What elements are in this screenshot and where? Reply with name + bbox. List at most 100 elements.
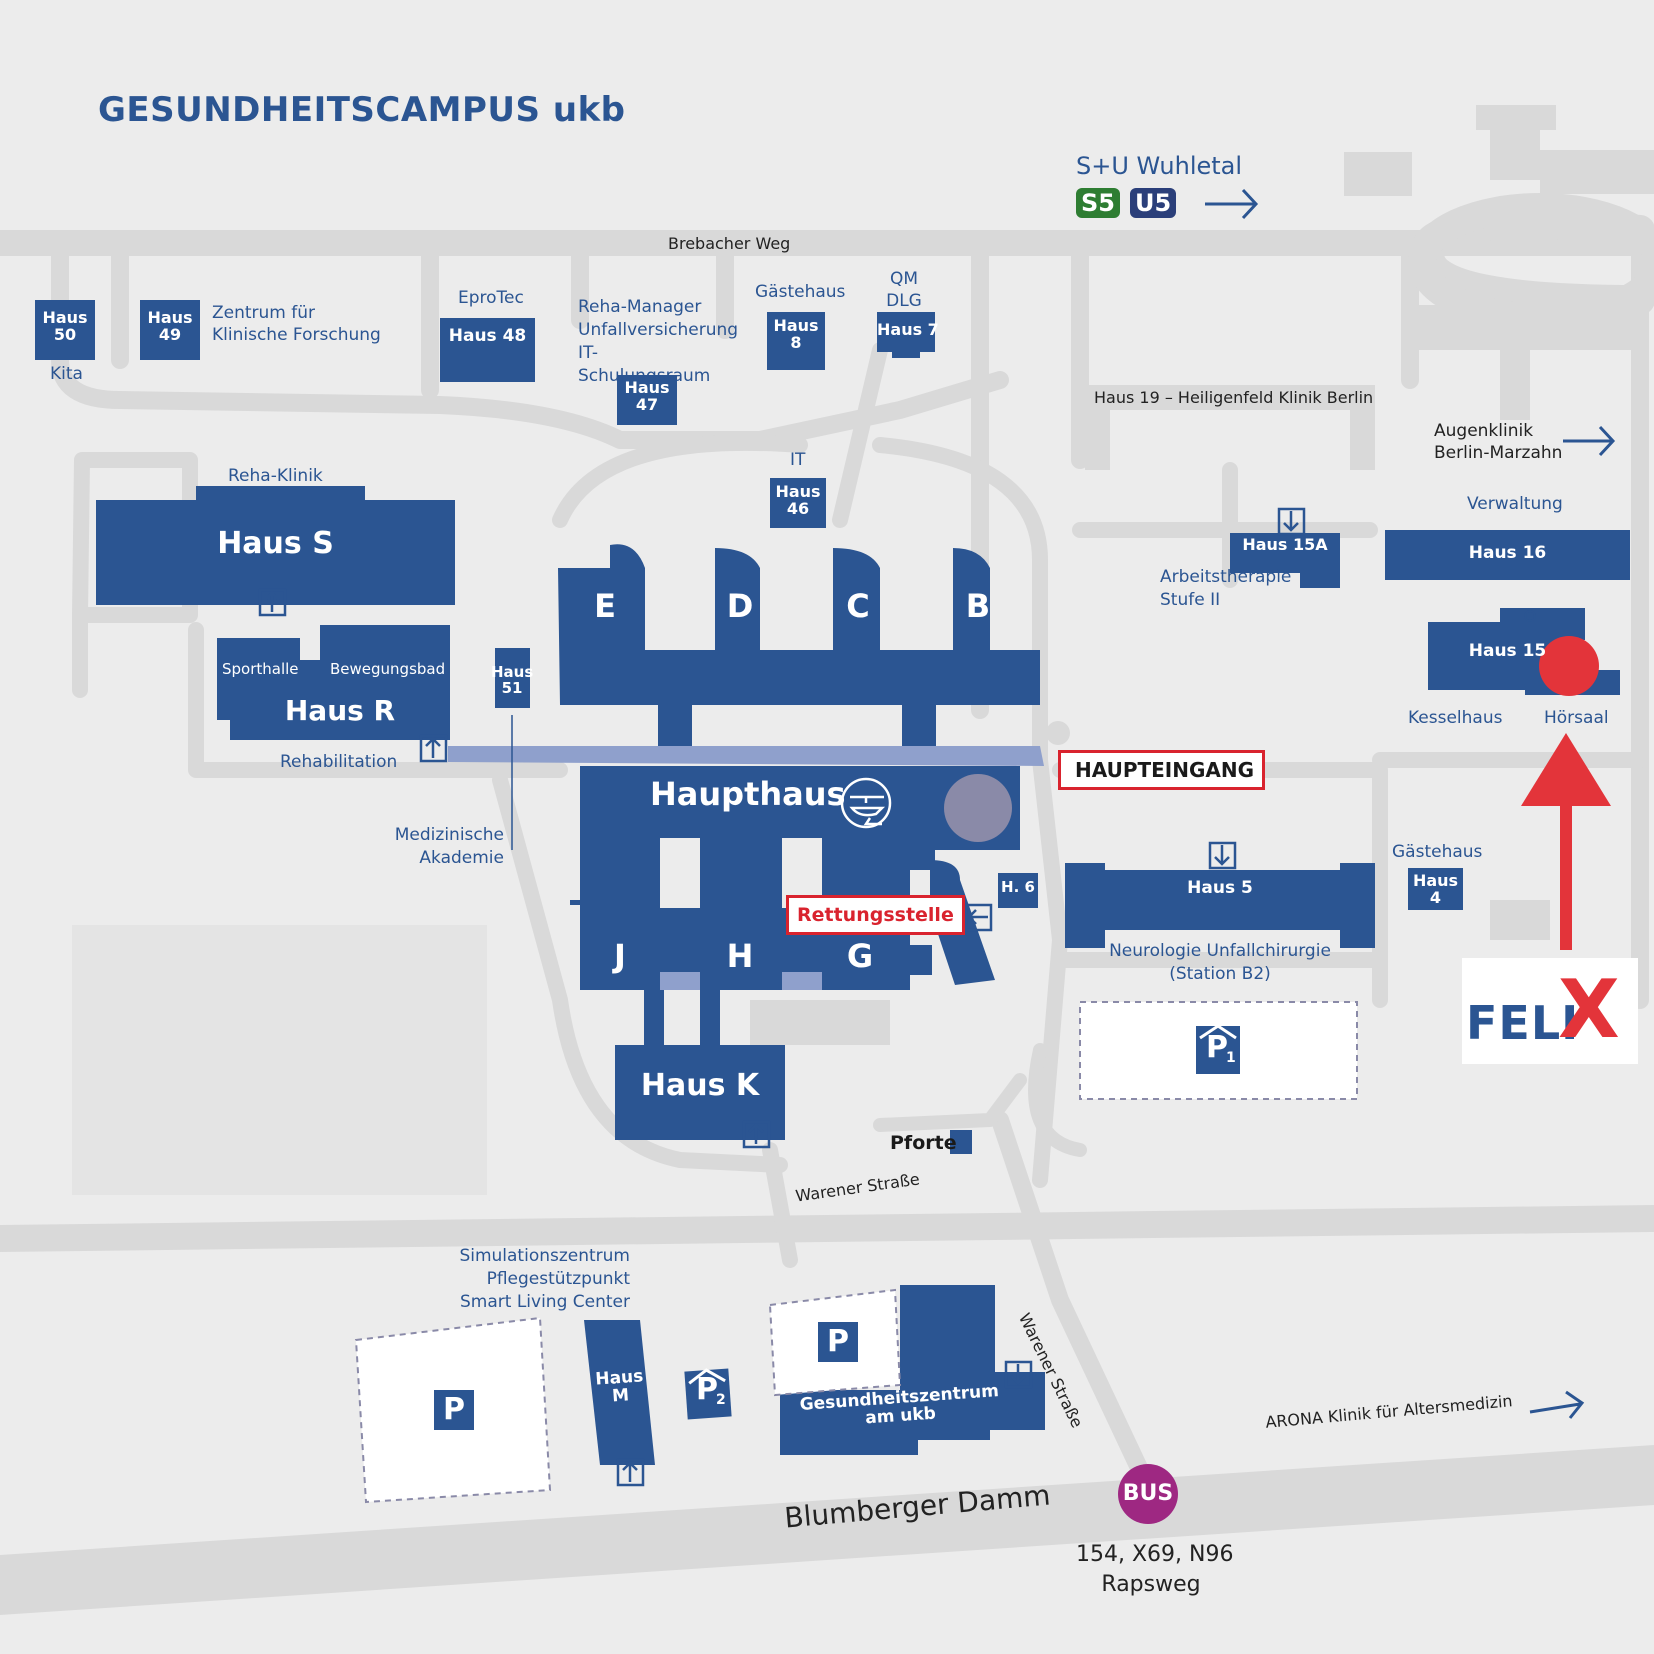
it-label: IT — [790, 450, 806, 470]
felix-logo: FELI X — [1462, 958, 1638, 1064]
haus-s-label: Haus S — [217, 526, 334, 561]
haus8-label: Haus 8 — [773, 316, 819, 352]
arrow-right-icon — [1205, 188, 1259, 220]
buildings — [35, 300, 1630, 1465]
haus47-building — [617, 375, 677, 425]
haus8-building — [767, 312, 825, 370]
parking-p2-icon — [684, 1368, 732, 1420]
wing-d-label: D — [726, 587, 754, 625]
pforte-building — [950, 1130, 972, 1154]
road-west-loop — [188, 622, 798, 1268]
wing-b-label: B — [965, 587, 991, 625]
haus7-building — [877, 312, 935, 358]
grey-building-ne2 — [1540, 150, 1654, 194]
road-network — [0, 193, 1654, 1615]
parking-center-icon — [818, 1322, 858, 1362]
rehabilitation-label: Rehabilitation — [280, 752, 398, 772]
wing-c-label: C — [846, 587, 870, 625]
haus46-label: Haus 46 — [775, 482, 821, 518]
grey-building-ne1 — [1344, 152, 1412, 196]
arrow-right-arona-icon — [1529, 1390, 1585, 1419]
wing-e-label: E — [594, 587, 616, 625]
road-pforte — [873, 1043, 1087, 1157]
road-east-grid — [1052, 462, 1648, 1008]
gaestehaus-label: Gästehaus — [755, 282, 846, 302]
haus50-label: Haus 50 — [42, 308, 88, 344]
hoersaal-label: Hörsaal — [1544, 708, 1609, 728]
entrance-haus-m-icon — [616, 1458, 645, 1487]
haus15-label: Haus 15 — [1468, 641, 1547, 661]
entrance-haus-s-icon — [258, 588, 287, 617]
church-building — [1476, 105, 1556, 180]
bridge-2 — [782, 972, 822, 990]
wings-e-d-c-b — [558, 544, 1040, 705]
haus4-label: Haus 4 — [1412, 871, 1459, 907]
small-block — [910, 945, 932, 975]
road-north-loop — [51, 351, 1009, 449]
parking-signs — [434, 1024, 1240, 1430]
road-warener-vertical — [991, 1111, 1149, 1479]
haus-r-building — [217, 625, 450, 740]
parking-p2-sub: 2 — [716, 1392, 726, 1408]
entrance-gesundheitszentrum-icon — [1004, 1360, 1033, 1389]
haus49-building — [140, 300, 200, 360]
entrance-icons — [258, 507, 1306, 1487]
neurologie-label: Neurologie Unfallchirurgie (Station B2) — [1109, 941, 1331, 984]
entrance-haus-k-icon — [742, 1120, 771, 1149]
bus-stop-badge: BUS — [1118, 1464, 1178, 1524]
bus-lines-label: 154, X69, N96 — [1076, 1542, 1234, 1567]
parking-p1-letter: P — [1206, 1030, 1228, 1065]
parking-p1-sub: 1 — [1226, 1050, 1236, 1066]
road-reha-loop — [72, 452, 198, 698]
road-central-ring — [552, 342, 1068, 1188]
haus47-label: Haus 47 — [624, 378, 670, 414]
felix-logo-text: FELI — [1466, 996, 1580, 1050]
haus-m-label: Haus M — [594, 1366, 644, 1407]
kesselhaus-label: Kesselhaus — [1408, 708, 1503, 728]
entrance-roundel — [1046, 721, 1070, 745]
connector-2 — [902, 700, 936, 750]
haus6-building — [998, 873, 1038, 908]
augenklinik-label: Augenklinik Berlin-Marzahn — [1434, 421, 1563, 464]
kita-label: Kita — [50, 364, 83, 384]
haus19-label: Haus 19 – Heiligenfeld Klinik Berlin — [1094, 388, 1374, 407]
haus5-building — [1065, 863, 1375, 948]
bus-stop-label: Rapsweg — [1101, 1572, 1201, 1597]
simulation-label: Simulationszentrum Pflegestützpunkt Smar… — [459, 1246, 630, 1312]
parking-p2-letter: P — [696, 1372, 718, 1407]
haus50-building — [35, 300, 95, 360]
street-brebacher-weg: Brebacher Weg — [668, 234, 791, 253]
connector-k2 — [700, 990, 720, 1045]
verwaltung-label: Verwaltung — [1467, 494, 1563, 514]
wing-h-label: H — [726, 937, 754, 975]
haus15a-label: Haus 15A — [1242, 535, 1328, 554]
helipad — [944, 774, 1012, 842]
hoersaal-target-icon — [1539, 636, 1599, 696]
haus6-label: H. 6 — [1001, 878, 1035, 896]
u-bahn-badge: U5 — [1130, 188, 1177, 218]
felix-arrow-head-icon — [1521, 733, 1611, 806]
road-brebacher-weg — [0, 230, 1654, 256]
station-name: S+U Wuhletal — [1076, 152, 1243, 180]
haus48-label: Haus 48 — [448, 326, 527, 346]
haus-m-building — [584, 1320, 655, 1465]
haus5-label: Haus 5 — [1187, 878, 1253, 898]
entrance-haus15a-icon — [1277, 507, 1306, 536]
haus-k-label: Haus K — [640, 1068, 760, 1103]
qm-dlg-label: QM DLG — [886, 269, 922, 312]
arrow-right-augenklinik-icon — [1563, 425, 1616, 457]
grey-building-s — [750, 1000, 890, 1045]
connector-1 — [658, 700, 692, 750]
haus16-building — [1385, 530, 1630, 580]
reha-klinik-label: Reha-Klinik — [228, 466, 323, 486]
parking-left-letter: P — [443, 1392, 465, 1427]
road-warener-strasse — [0, 1205, 1654, 1252]
arbeitstherapie-label: Arbeitstherapie Stufe II — [1160, 567, 1292, 610]
haus46-building — [770, 478, 826, 528]
forschung-label: Zentrum für Klinische Forschung — [212, 303, 381, 346]
grey-building-e — [1490, 900, 1550, 940]
pforte-label: Pforte — [890, 1132, 957, 1154]
haus4-building — [1408, 868, 1463, 910]
haus15a-building — [1230, 533, 1340, 588]
